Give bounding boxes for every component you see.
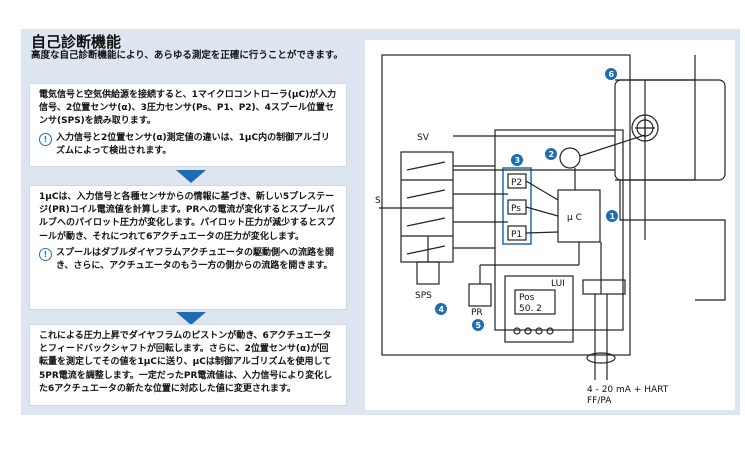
label-p1: P1 bbox=[511, 230, 522, 240]
badge-2-label: 2 bbox=[549, 150, 555, 159]
spool-arrows bbox=[406, 161, 446, 255]
lui-display bbox=[514, 289, 556, 315]
down-arrow-icon bbox=[176, 312, 206, 325]
lui-button bbox=[513, 327, 521, 335]
down-arrow-icon bbox=[176, 170, 206, 183]
sensor-link bbox=[579, 134, 646, 157]
section-title: 自己診断機能 bbox=[31, 33, 122, 51]
label-sps: SPS bbox=[415, 291, 432, 301]
step-3-box: これによる圧力上昇でダイヤフラムのピストンが動き、6アクチュエータとフィードバッ… bbox=[29, 324, 347, 406]
badge-2 bbox=[545, 148, 557, 160]
step-2-note: ! スプールはダブルダイヤフラムアクチュエータの駆動側への流路を開き、さらに、ア… bbox=[39, 247, 337, 273]
actuator-yoke-upper bbox=[615, 79, 696, 181]
label-bus: FF/PA bbox=[587, 396, 612, 406]
label-ps: Ps bbox=[511, 204, 521, 214]
badge-3-label: 3 bbox=[515, 156, 521, 165]
step-2-text: 1μCは、入力信号と各種センサからの情報に基づき、新しい5プレステージ(PR)コ… bbox=[39, 192, 336, 242]
pr-coil bbox=[468, 283, 492, 307]
position-sensor bbox=[559, 147, 581, 169]
lui-button bbox=[524, 327, 532, 335]
feedback-wheel bbox=[631, 114, 659, 142]
pressure-sensor-group bbox=[502, 167, 532, 245]
lui-button bbox=[535, 327, 543, 335]
section-subtitle: 高度な自己診断機能により、あらゆる測定を正確に行うことができます。 bbox=[31, 50, 343, 61]
step-3-text: これによる圧力上昇でダイヤフラムのピストンが動き、6アクチュエータとフィードバッ… bbox=[39, 331, 333, 394]
badge-6 bbox=[605, 68, 617, 80]
label-pr: PR bbox=[471, 308, 483, 318]
badge-4 bbox=[435, 303, 447, 315]
step-1-box: 電気信号と空気供給源を接続すると、1マイクロコントローラ(μC)が入力信号、2位… bbox=[29, 83, 347, 167]
ps-wire bbox=[525, 206, 559, 217]
badge-1 bbox=[606, 210, 618, 222]
badge-1-label: 1 bbox=[610, 212, 616, 221]
actuator-lower bbox=[619, 180, 726, 301]
local-user-interface bbox=[504, 275, 574, 343]
info-icon: ! bbox=[39, 132, 52, 146]
lui-display-line-2: 50. 2 bbox=[519, 304, 542, 314]
label-lui: LUI bbox=[551, 279, 565, 289]
spool-valve bbox=[400, 151, 454, 263]
positioner-housing bbox=[381, 54, 631, 356]
label-signal: 4 - 20 mA + HART bbox=[587, 385, 669, 395]
cable-gland bbox=[586, 352, 616, 364]
step-1-text: 電気信号と空気供給源を接続すると、1マイクロコントローラ(μC)が入力信号、2位… bbox=[39, 90, 337, 127]
badge-6-label: 6 bbox=[609, 70, 615, 79]
lui-button bbox=[546, 327, 554, 335]
terminal-block bbox=[582, 279, 626, 295]
diagram-svg: 6 2 3 1 4 5 SV S μ C P2 Ps P1 SPS PR LUI… bbox=[375, 54, 726, 406]
p2-wire bbox=[525, 180, 559, 201]
valve-positioner-diagram: 6 2 3 1 4 5 SV S μ C P2 Ps P1 SPS PR LUI… bbox=[365, 40, 735, 410]
spool-position-sensor bbox=[416, 261, 440, 285]
step-1-note: ! 入力信号と2位置センサ(α)測定値の違いは、1μC内の制御アルゴリズムによっ… bbox=[39, 132, 337, 158]
actuator-body bbox=[614, 79, 726, 181]
label-s: S bbox=[375, 196, 381, 206]
step-2-note-text: スプールはダブルダイヤフラムアクチュエータの駆動側への流路を開き、さらに、アクチ… bbox=[56, 247, 335, 272]
badge-5-label: 5 bbox=[476, 321, 482, 330]
badge-4-label: 4 bbox=[439, 305, 445, 314]
electronics-box bbox=[494, 129, 624, 331]
label-p2: P2 bbox=[511, 178, 522, 188]
badge-3 bbox=[511, 154, 523, 166]
step-2-box: 1μCは、入力信号と各種センサからの情報に基づき、新しい5プレステージ(PR)コ… bbox=[29, 185, 347, 310]
label-sv: SV bbox=[417, 133, 430, 143]
badge-5 bbox=[472, 319, 484, 331]
info-icon: ! bbox=[39, 247, 52, 261]
step-1-note-text: 入力信号と2位置センサ(α)測定値の違いは、1μC内の制御アルゴリズムによって検… bbox=[56, 132, 330, 156]
lui-display-line-1: Pos bbox=[519, 293, 535, 303]
p1-wire bbox=[525, 231, 559, 234]
label-uc: μ C bbox=[567, 213, 582, 223]
